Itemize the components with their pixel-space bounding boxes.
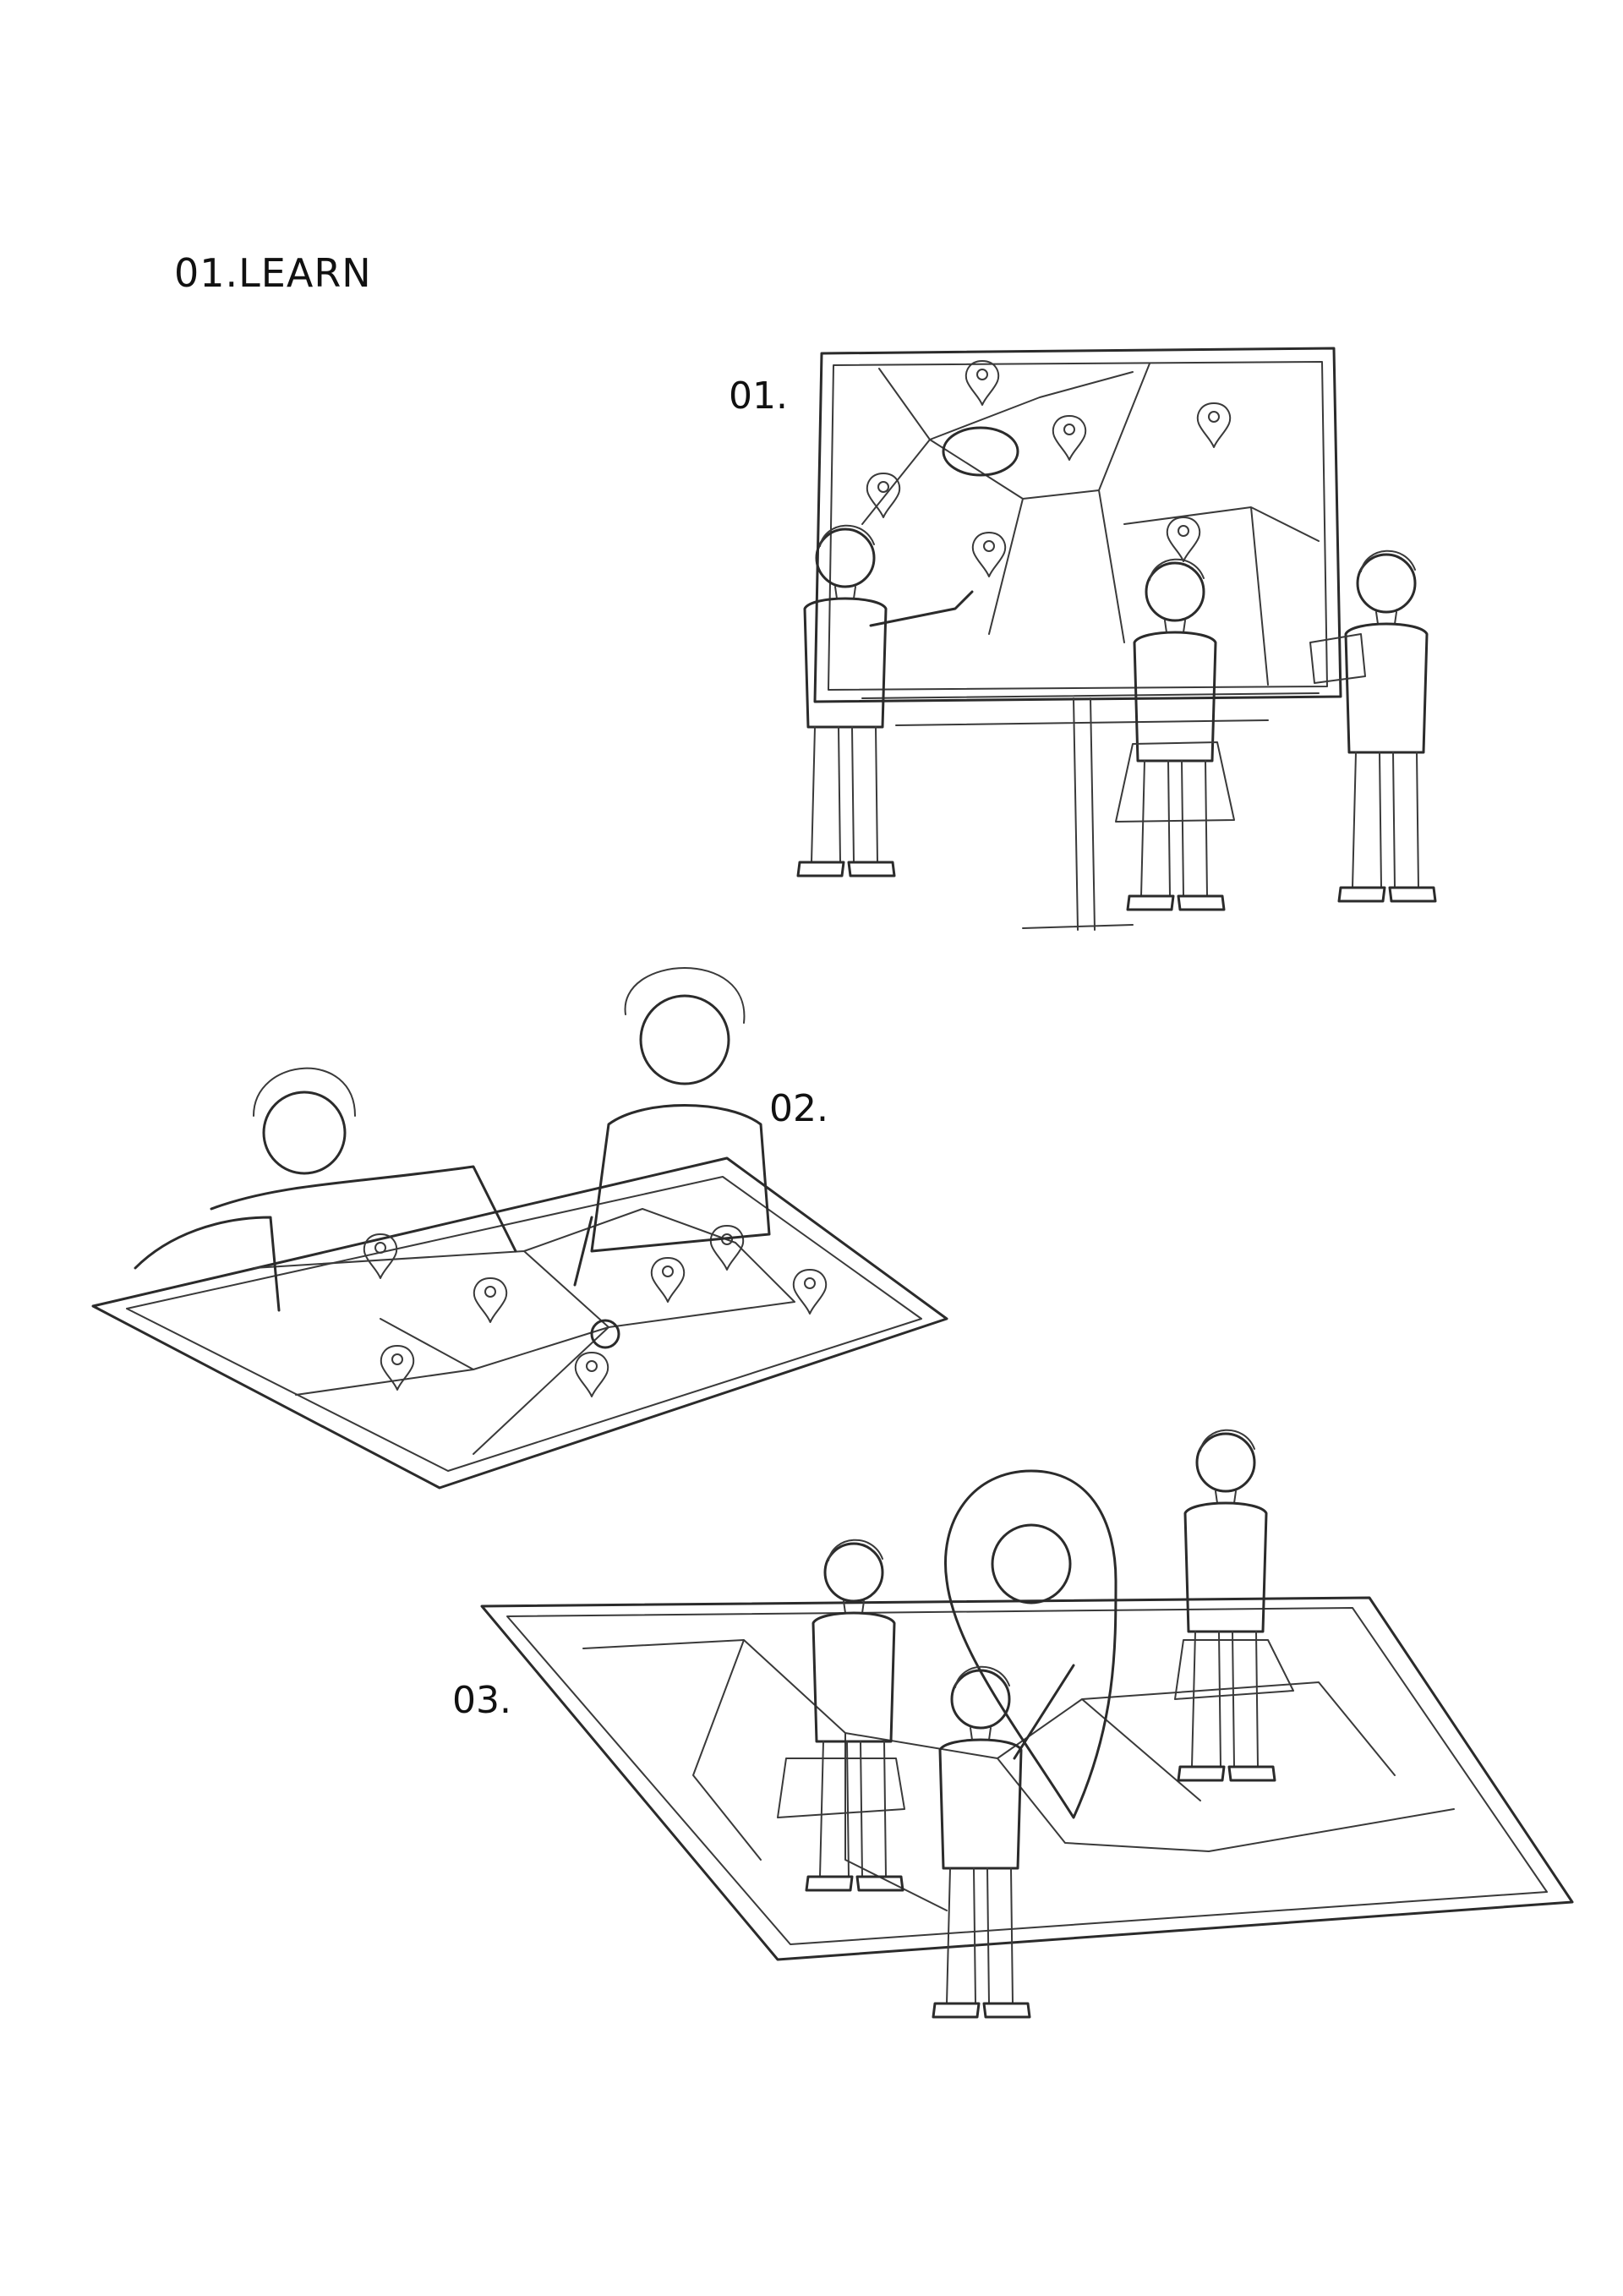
panel-3-label: 03. [452, 1679, 511, 1722]
scene-map-table [91, 967, 948, 1490]
panel-2-label: 02. [769, 1087, 828, 1130]
panel-1-label: 01. [729, 374, 788, 418]
scene-giant-pin [480, 1429, 1574, 2019]
page-title: 01.LEARN [174, 250, 372, 296]
scene-map-board [796, 347, 1437, 931]
location-pin-icon [944, 1469, 1118, 1819]
